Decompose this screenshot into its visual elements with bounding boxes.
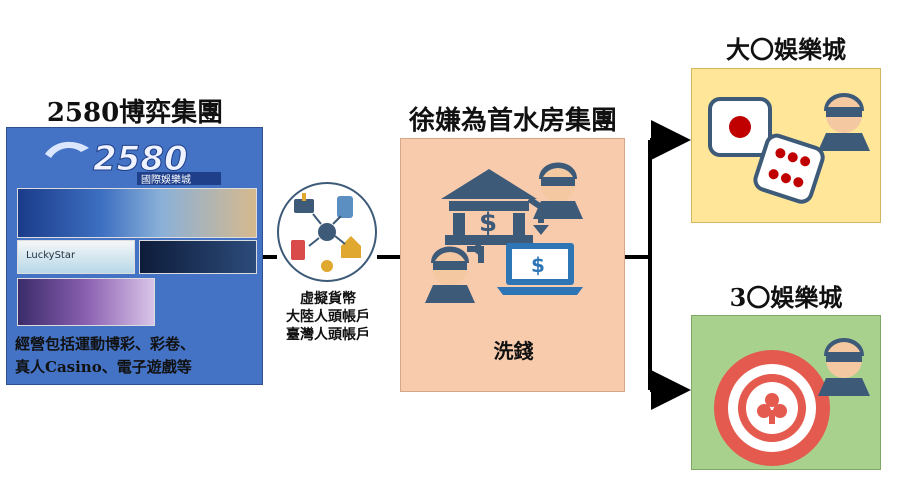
thief-icon — [818, 93, 870, 151]
casino-bottom-title: 3〇娛樂城 — [729, 283, 843, 312]
brand-logo: 2580 國際娛樂城 — [37, 134, 237, 186]
laundering-illustration: $ $ — [425, 162, 583, 303]
casino-top-panel — [691, 68, 881, 223]
money-flow-line-1: 虛擬貨幣 — [300, 291, 356, 307]
logo-subtext: 國際娛樂城 — [141, 173, 191, 186]
thumb-live-casino — [139, 240, 257, 274]
middle-group-panel: $ $ 洗錢 — [400, 138, 625, 392]
thumb-sports — [17, 188, 257, 238]
left-group-title: 2580博弈集團 — [46, 98, 224, 128]
thumb-lottery: LuckyStar — [17, 240, 135, 274]
money-flow-labels: 虛擬貨幣 大陸人頭帳戶 臺灣人頭帳戶 — [263, 290, 393, 344]
thief-icon — [425, 246, 475, 303]
left-group-description: 經營包括運動博彩、彩卷、 真人Casino、電子遊戲等 — [15, 333, 260, 379]
laundering-label: 洗錢 — [493, 339, 534, 363]
laptop-icon: $ — [497, 243, 583, 295]
description-line-1: 經營包括運動博彩、彩卷、 — [15, 335, 196, 353]
casino-top-title: 大〇娛樂城 — [726, 35, 846, 64]
svg-text:$: $ — [531, 253, 545, 277]
thief-icon — [818, 338, 870, 396]
middle-group-title: 徐嫌為首水房集團 — [408, 106, 617, 136]
poker-chip-icon — [714, 338, 870, 466]
svg-text:$: $ — [479, 208, 497, 238]
money-flow-line-3: 臺灣人頭帳戶 — [286, 327, 370, 343]
thief-icon — [533, 162, 583, 219]
thumb-lottery-label: LuckyStar — [26, 250, 76, 261]
bank-icon: $ — [441, 169, 537, 245]
thumb-slots — [17, 278, 155, 326]
dice-icon — [708, 93, 870, 204]
left-group-panel: 2580 國際娛樂城 LuckyStar 經營包括運動博彩、彩卷、 真人Casi… — [6, 127, 263, 385]
cash-flow-icon — [291, 193, 361, 272]
money-flow-circle — [277, 182, 377, 282]
game-thumbnails: LuckyStar — [17, 188, 257, 328]
description-line-2: 真人Casino、電子遊戲等 — [15, 358, 192, 376]
casino-bottom-panel — [691, 315, 881, 470]
money-flow-line-2: 大陸人頭帳戶 — [286, 309, 370, 325]
